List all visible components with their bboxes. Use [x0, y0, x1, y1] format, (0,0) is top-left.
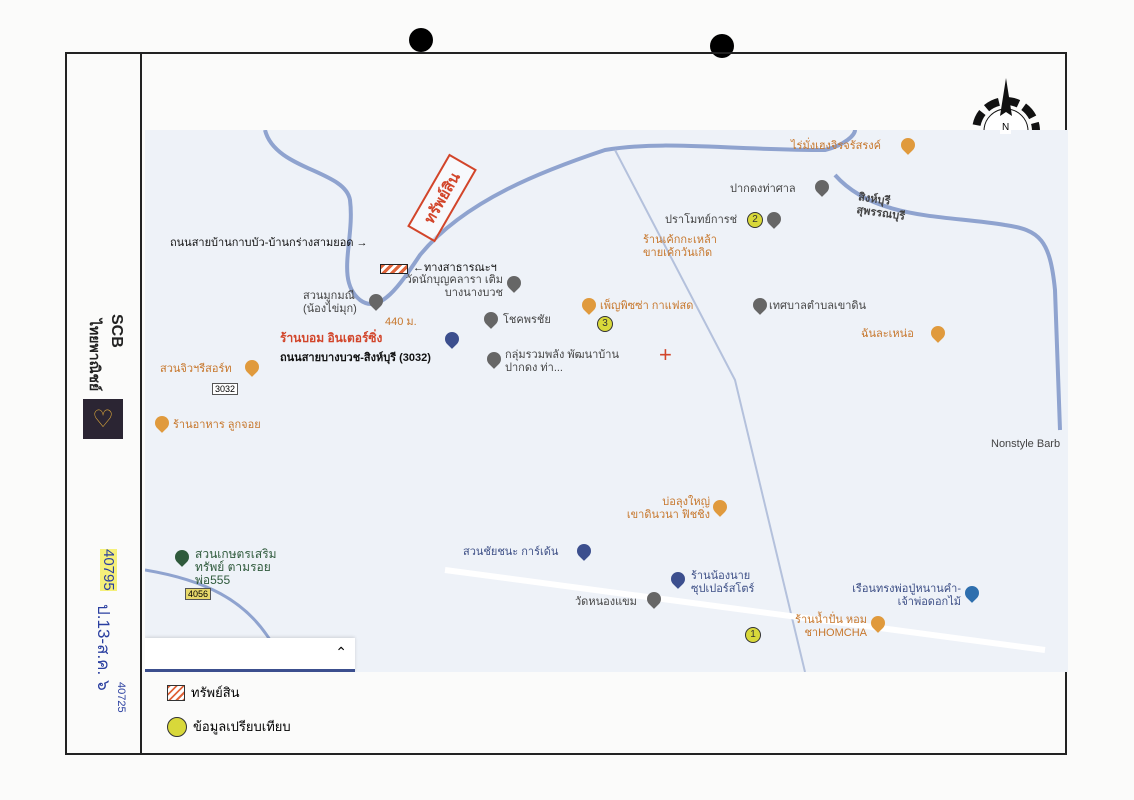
place-label: กลุ่มรวมพลัง พัฒนาบ้านปากดง ท่า... [505, 349, 619, 374]
place-label: สวนชัยชนะ การ์เด้น [463, 546, 559, 558]
handwritten-code: 40795 [100, 549, 117, 591]
place-label: บ่อลุงใหญ่ เขาดินวนา ฟิชชิ่ง [626, 496, 710, 521]
place-label: ร้านน้ำปั่น หอมชาHOMCHA [795, 614, 867, 639]
legend-property: ทรัพย์สิน [167, 682, 240, 703]
legend-comparable: ข้อมูลเปรียบเทียบ [167, 716, 291, 737]
scb-logo: ♡ [83, 399, 123, 439]
handwritten-date: ป.13-ส.ค. ๖ [94, 604, 113, 691]
collapse-panel[interactable]: ⌃ [145, 638, 355, 672]
punch-hole [409, 28, 433, 52]
place-label: ร้านเค้กกะเหล้า ขายเค้กวันเกิด [643, 234, 717, 259]
punch-hole [710, 34, 734, 58]
scb-name-th: ไทยพาณิชย์ [87, 319, 103, 392]
comparable-marker-1[interactable]: 1 [745, 627, 761, 643]
hatched-square-icon [167, 684, 185, 701]
map-frame: ♡ SCB ไทยพาณิชย์ 40795 ป.13-ส.ค. ๖ 40725… [65, 52, 1068, 755]
place-label: ร้านอาหาร ลูกจอย [173, 419, 261, 431]
place-label: ปากดงท่าศาล [730, 183, 796, 195]
scb-name-en: SCB [108, 314, 125, 348]
place-label: ร้านน้องนาย ซุปเปอร์สโตร์ [691, 570, 755, 595]
distance-label: 440 ม. [385, 316, 417, 328]
side-strip: ♡ SCB ไทยพาณิชย์ 40795 ป.13-ส.ค. ๖ 40725 [67, 54, 142, 753]
place-label: วัดนักบุญคลารา เติมบางนางบวช [405, 274, 503, 299]
center-crosshair: + [659, 342, 672, 367]
place-label: ร้านบอม อินเตอร์ซิ่ง [280, 331, 383, 345]
handwritten-code-2: 40725 [115, 682, 127, 713]
property-parcel [380, 264, 408, 274]
place-label: เทศบาลตำบลเขาดิน [769, 300, 867, 312]
route-shield-4056: 4056 [185, 588, 212, 600]
double-chevron-up-icon[interactable]: ⌃ [335, 644, 347, 660]
legend-comparable-label: ข้อมูลเปรียบเทียบ [193, 719, 291, 734]
place-label: เรือนทรงพ่อปู่หนานคำ-เจ้าพ่อดอกไม้ [852, 583, 961, 608]
map-view[interactable]: ทรัพย์สิน ถนนสายบ้านกาบบัว-บ้านกร่างสามย… [145, 130, 1068, 672]
yellow-circle-icon [167, 716, 187, 737]
place-label: ฉันละเหน่อ [861, 328, 914, 340]
compass-north-label: N [1000, 122, 1012, 134]
place-label: เพ็ญพิซซ่า กาแฟสด [600, 300, 694, 312]
comparable-marker-3[interactable]: 3 [597, 316, 613, 332]
annotation-road-main: ถนนสายบางบวช-สิงห์บุรี (3032) [280, 352, 431, 364]
annotation-public-way: ←ทางสาธารณะฯ [413, 262, 497, 274]
place-label: สวนจิวฯรีสอร์ท [160, 363, 232, 375]
annotation-road-north: ถนนสายบ้านกาบบัว-บ้านกร่างสามยอด → [170, 237, 368, 249]
place-label: สวนเกษตรเสริมทรัพย์ ตามรอยพ่อ555 [195, 547, 277, 587]
comparable-marker-2[interactable]: 2 [747, 212, 763, 228]
legend-property-label: ทรัพย์สิน [191, 685, 240, 700]
place-label: โชคพรชัย [503, 314, 551, 326]
place-label: Nonstyle Barb [991, 438, 1061, 450]
place-label: ปราโมทย์การช่ [665, 214, 738, 226]
place-label: วัดหนองแขม [575, 596, 637, 608]
place-label: ไร่มั่งเฮงจิรจรัสรงค์ [791, 140, 881, 152]
route-shield-3032: 3032 [212, 383, 239, 395]
place-label: สวนมูกมณี (น้องไข่มุก) [303, 290, 357, 315]
